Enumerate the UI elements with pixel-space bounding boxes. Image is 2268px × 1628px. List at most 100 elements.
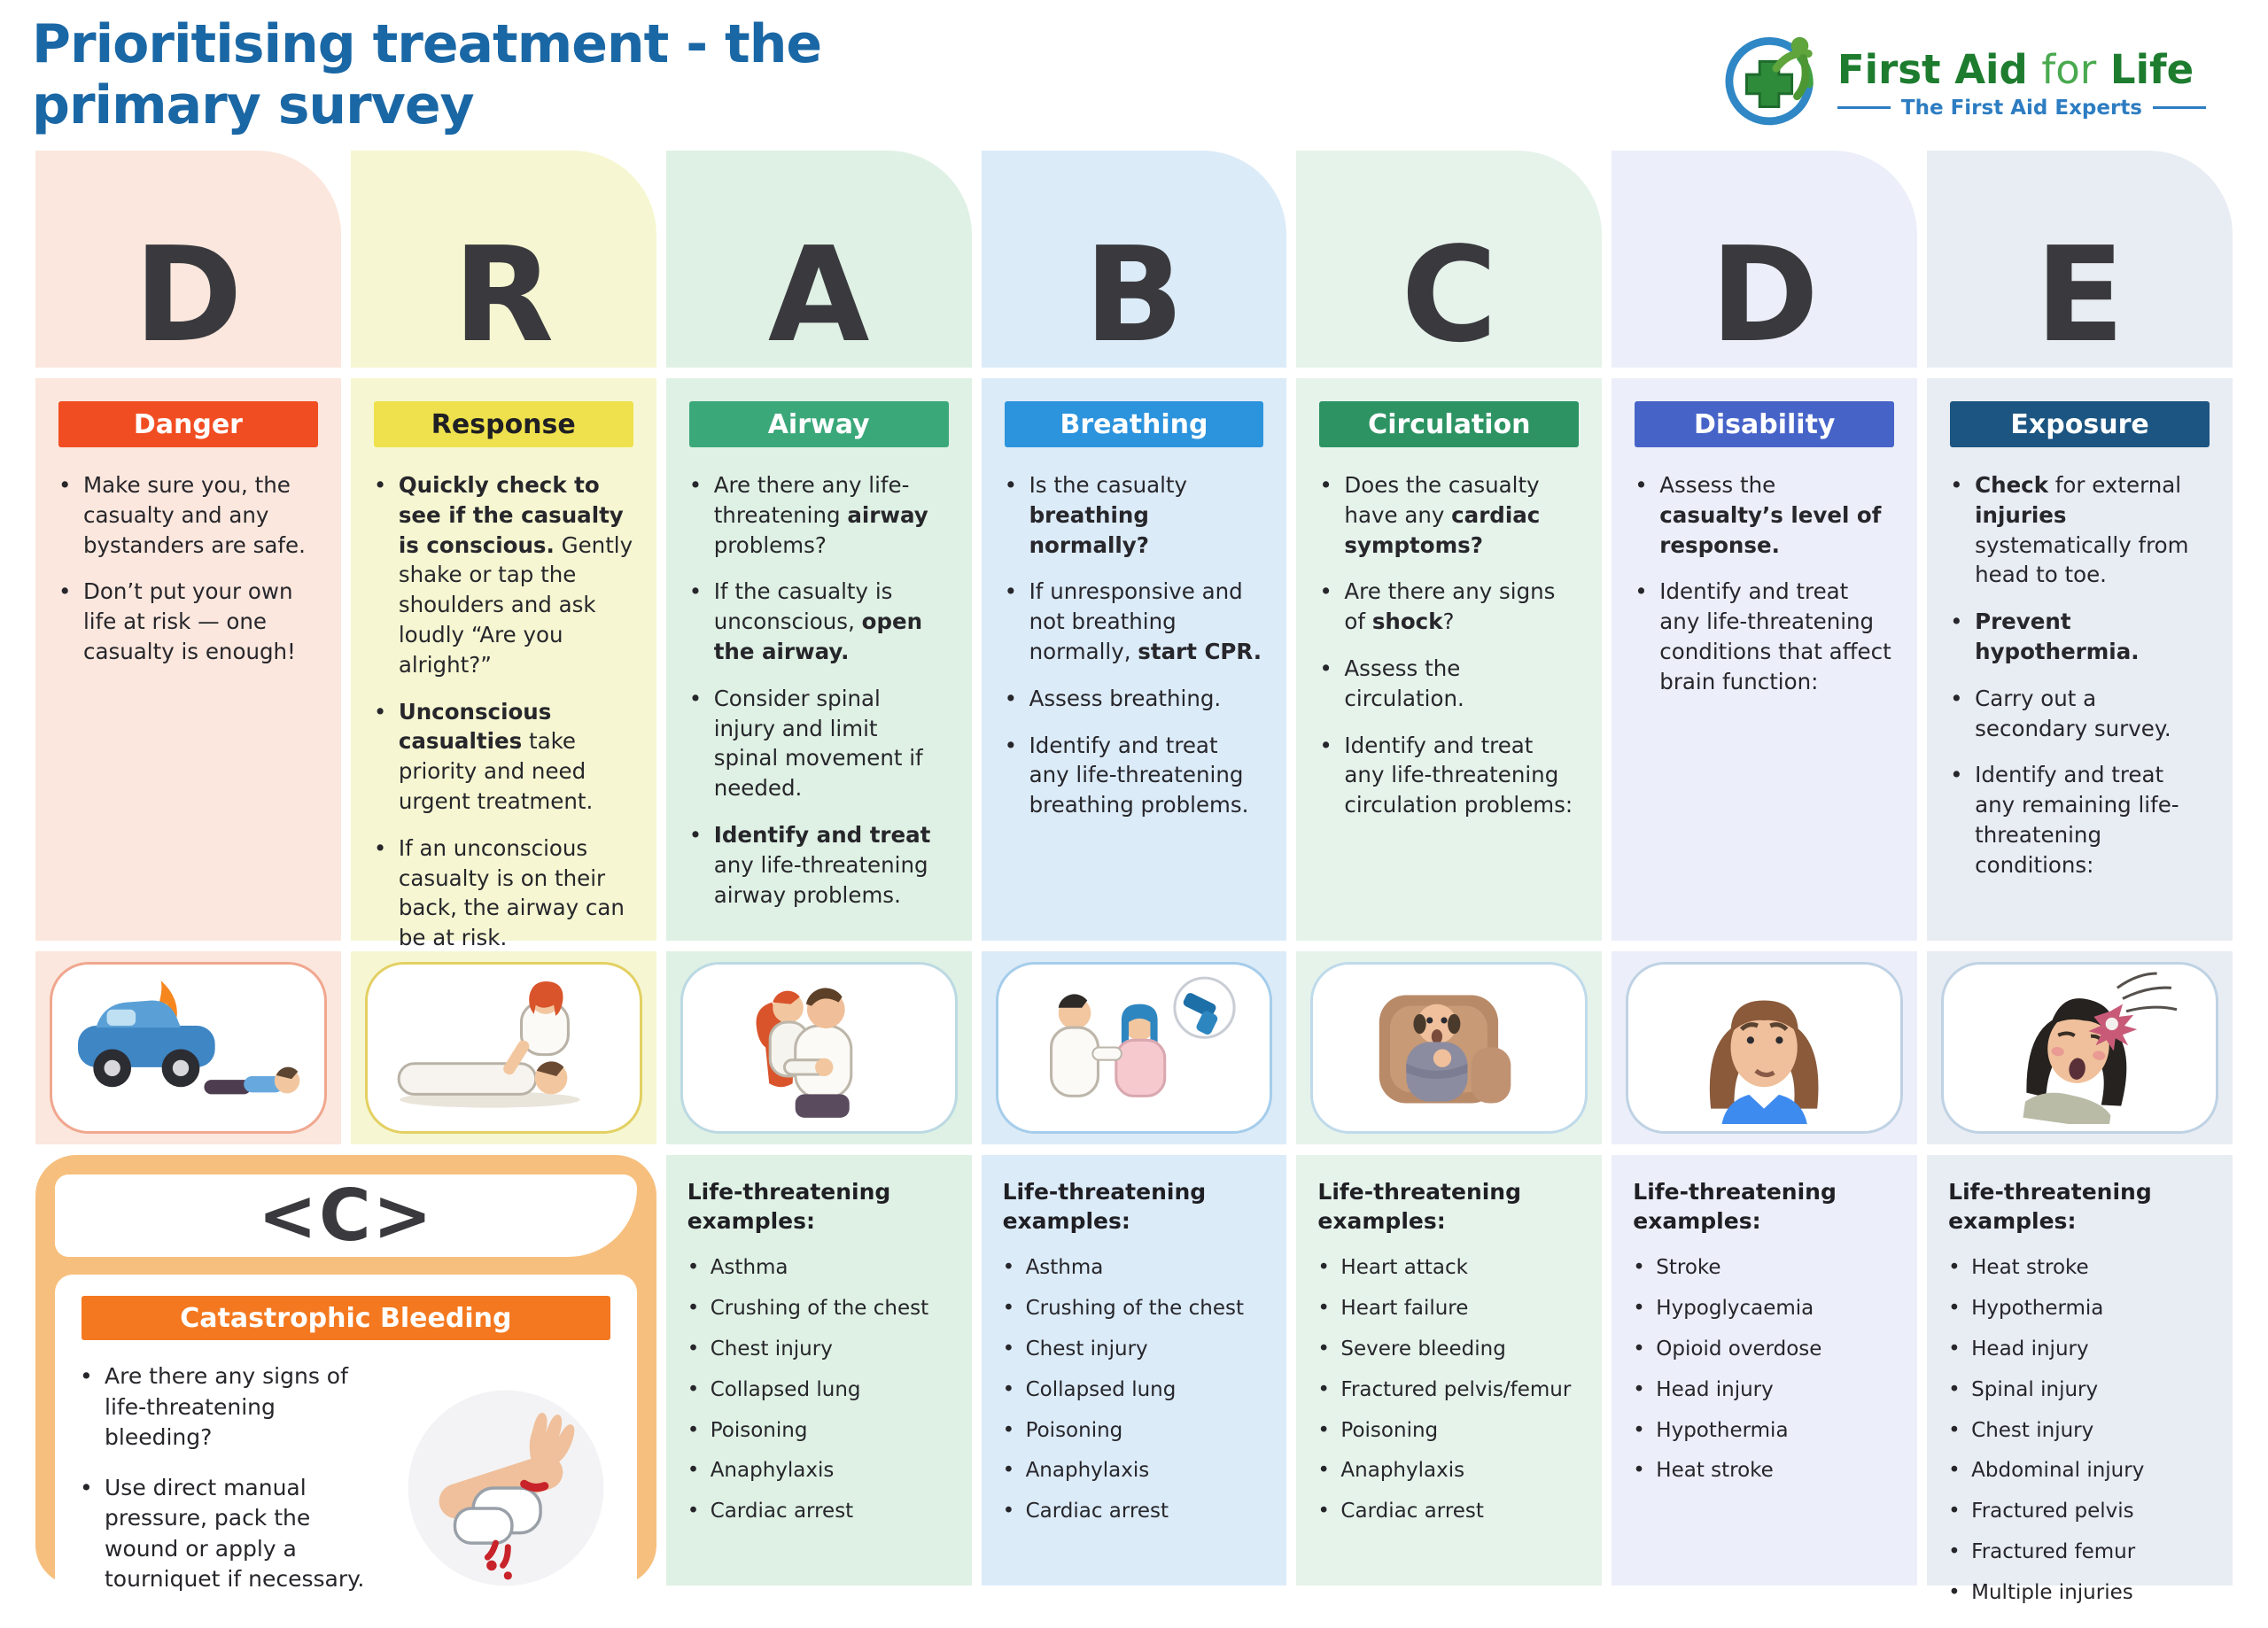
example-text: Collapsed lung xyxy=(710,1377,861,1401)
bullet-item: •Does the casualty have any cardiac symp… xyxy=(1319,470,1579,560)
illustration-cell-disability xyxy=(1612,951,1918,1144)
catastrophic-letter-panel: <C> xyxy=(55,1174,637,1257)
bullet-content: Assess breathing. xyxy=(1029,684,1222,714)
example-item: • Cardiac arrest xyxy=(687,1499,951,1525)
brand-name: First Aid for Life xyxy=(1837,46,2206,93)
example-text: Collapsed lung xyxy=(1025,1377,1177,1401)
bullet-dot: • xyxy=(687,1377,700,1401)
bullet-text-bold: Unconscious casualties xyxy=(398,698,552,755)
illustration-cell-breathing xyxy=(981,951,1287,1144)
bullet-dot: • xyxy=(1633,1296,1645,1320)
example-item: •Collapsed lung xyxy=(1003,1377,1266,1404)
bullet-item: • Make sure you, the casualty and any bys… xyxy=(58,470,318,560)
examples-heading: Life-threatening examples: xyxy=(687,1179,891,1234)
bullet-text-bold: cardiac symptoms? xyxy=(1344,501,1541,558)
tagline-rule-right xyxy=(2153,106,2206,109)
bullet-dot: • xyxy=(1317,1296,1330,1320)
bullet-text: Is the casualty xyxy=(1029,472,1188,498)
burning-car-casualty-illustration xyxy=(50,962,327,1134)
section-title-circulation: Circulation xyxy=(1319,401,1580,447)
bullet-content: Is the casualty breathing normally? xyxy=(1029,470,1264,560)
example-item: •Anaphylaxis xyxy=(1003,1458,1266,1485)
example-item: •Spinal injury xyxy=(1948,1377,2211,1404)
catastrophic-title: Catastrophic Bleeding xyxy=(82,1296,610,1340)
letter-block-breathing: B xyxy=(981,151,1287,368)
section-title-response: Response xyxy=(373,401,633,447)
bullet-dot: • xyxy=(687,1500,700,1523)
bullet-text: take priority and need urgent treatment. xyxy=(398,728,594,814)
bullet-text: Don’t put your own life at risk — one ca… xyxy=(83,578,296,664)
bullet-text: Are there any signs of xyxy=(1344,578,1556,635)
bullet-dot: • xyxy=(1948,1377,1961,1401)
bullet-content: Identify and treat any remaining life-th… xyxy=(1975,760,2210,880)
bullet-dot: • xyxy=(1317,1256,1330,1279)
examples-heading: Life-threatening examples: xyxy=(1002,1179,1207,1234)
bullet-dot: • xyxy=(1950,685,1963,711)
bullet-dot: • xyxy=(1002,1256,1015,1279)
example-text: Hypothermia xyxy=(1971,1296,2104,1320)
bullet-item: •Is the casualty breathing normally? xyxy=(1005,470,1264,560)
catastrophic-letter: <C> xyxy=(257,1174,434,1257)
example-item: •Anaphylaxis xyxy=(687,1458,951,1485)
example-item: •Hypoglycaemia xyxy=(1633,1296,1896,1322)
bullet-content: Identify and treat any life-threatening … xyxy=(1029,731,1264,820)
bullet-dot: • xyxy=(1633,1377,1645,1401)
bullet-content: Are there any signs of shock? xyxy=(1344,577,1579,637)
page-title-line1: Prioritising treatment - the xyxy=(32,13,822,75)
example-text: Crushing of the chest xyxy=(1025,1296,1245,1320)
bullet-content: Are there any signs of life-threatening … xyxy=(105,1361,387,1454)
bullet-dot: • xyxy=(1948,1418,1961,1442)
abdominal-thrust-illustration xyxy=(680,962,958,1134)
illustration-cell-airway xyxy=(665,951,972,1144)
bullet-text-bold: breathing normally? xyxy=(1029,501,1149,558)
bullet-dot: • xyxy=(373,698,387,725)
letter-disability: D xyxy=(1710,219,1820,371)
bullet-content: Carry out a secondary survey. xyxy=(1975,684,2210,744)
examples-disability: Life-threatening examples:•Stroke•Hypogl… xyxy=(1612,1155,1918,1585)
bullet-dot: • xyxy=(1319,472,1332,498)
bleeding-wrist-pressure-illustration xyxy=(400,1361,611,1615)
example-text: Chest injury xyxy=(1971,1418,2094,1442)
bullet-dot: • xyxy=(1633,1337,1645,1361)
bullet-item: •Assess the circulation. xyxy=(1319,654,1579,714)
illustration-cell-exposure xyxy=(1927,951,2233,1144)
asthma-inhaler-illustration xyxy=(995,962,1273,1134)
bullet-dot: • xyxy=(373,834,387,861)
examples-airway: Life-threatening examples:•Asthma•Crushi… xyxy=(665,1155,972,1585)
example-item: •Abdominal injury xyxy=(1948,1458,2211,1485)
examples-heading: Life-threatening examples: xyxy=(1317,1179,1521,1234)
first-aid-cross-icon xyxy=(1719,30,1823,135)
letter-airway: A xyxy=(767,219,870,371)
bullet-text: Carry out a secondary survey. xyxy=(1975,685,2171,741)
tagline-text: The First Aid Experts xyxy=(1900,96,2142,120)
bullet-content: Don’t put your own life at risk — one ca… xyxy=(83,577,318,666)
bullet-text: for external xyxy=(2048,472,2182,498)
example-text: Cardiac arrest xyxy=(710,1500,854,1523)
bullet-text: Make sure you, the casualty and any byst… xyxy=(83,472,306,558)
bullet-content: Use direct manual pressure, pack the wou… xyxy=(105,1473,387,1595)
catastrophic-content-panel: Catastrophic Bleeding •Are there any sign… xyxy=(55,1275,637,1628)
bullet-item: •Quickly check to see if the casualty is… xyxy=(374,470,633,680)
bullet-dot: • xyxy=(1948,1296,1961,1320)
bullet-dot: • xyxy=(1317,1418,1330,1442)
bullet-text-bold: airway xyxy=(847,501,928,528)
bullet-dot: • xyxy=(1948,1500,1961,1523)
bullet-text-bold: injuries xyxy=(1975,501,2067,528)
logo-text: First Aid for Life The First Aid Experts xyxy=(1837,46,2206,120)
example-text: Fractured pelvis/femur xyxy=(1340,1377,1572,1401)
bullet-text: Gently shake or tap the shoulders and as… xyxy=(398,531,633,678)
bullet-dot: • xyxy=(58,472,72,498)
bullet-content: If the casualty is unconscious, open the… xyxy=(714,577,949,666)
bullet-item: •Consider spinal injury and limit spinal… xyxy=(689,684,949,803)
bullet-item: •If unresponsive and not breathing norma… xyxy=(1005,577,1264,666)
body-airway: Airway•Are there any life-threatening ai… xyxy=(665,378,972,941)
bullets-airway: •Are there any life-threatening airway p… xyxy=(689,470,949,910)
bullet-item: •Identify and treat any life-threatening… xyxy=(1635,577,1894,696)
examples-exposure: Life-threatening examples:•Heat stroke•H… xyxy=(1927,1155,2233,1604)
bullet-content: Are there any life-threatening airway pr… xyxy=(714,470,949,560)
catastrophic-bullets: •Are there any signs of life-threatening… xyxy=(80,1361,387,1615)
bullet-text-bold: Identify and treat xyxy=(713,821,931,848)
catastrophic-bleeding-box: <C> Catastrophic Bleeding •Are there any s… xyxy=(35,1155,656,1628)
bullet-content: Identify and treat any life-threatening … xyxy=(714,820,949,910)
